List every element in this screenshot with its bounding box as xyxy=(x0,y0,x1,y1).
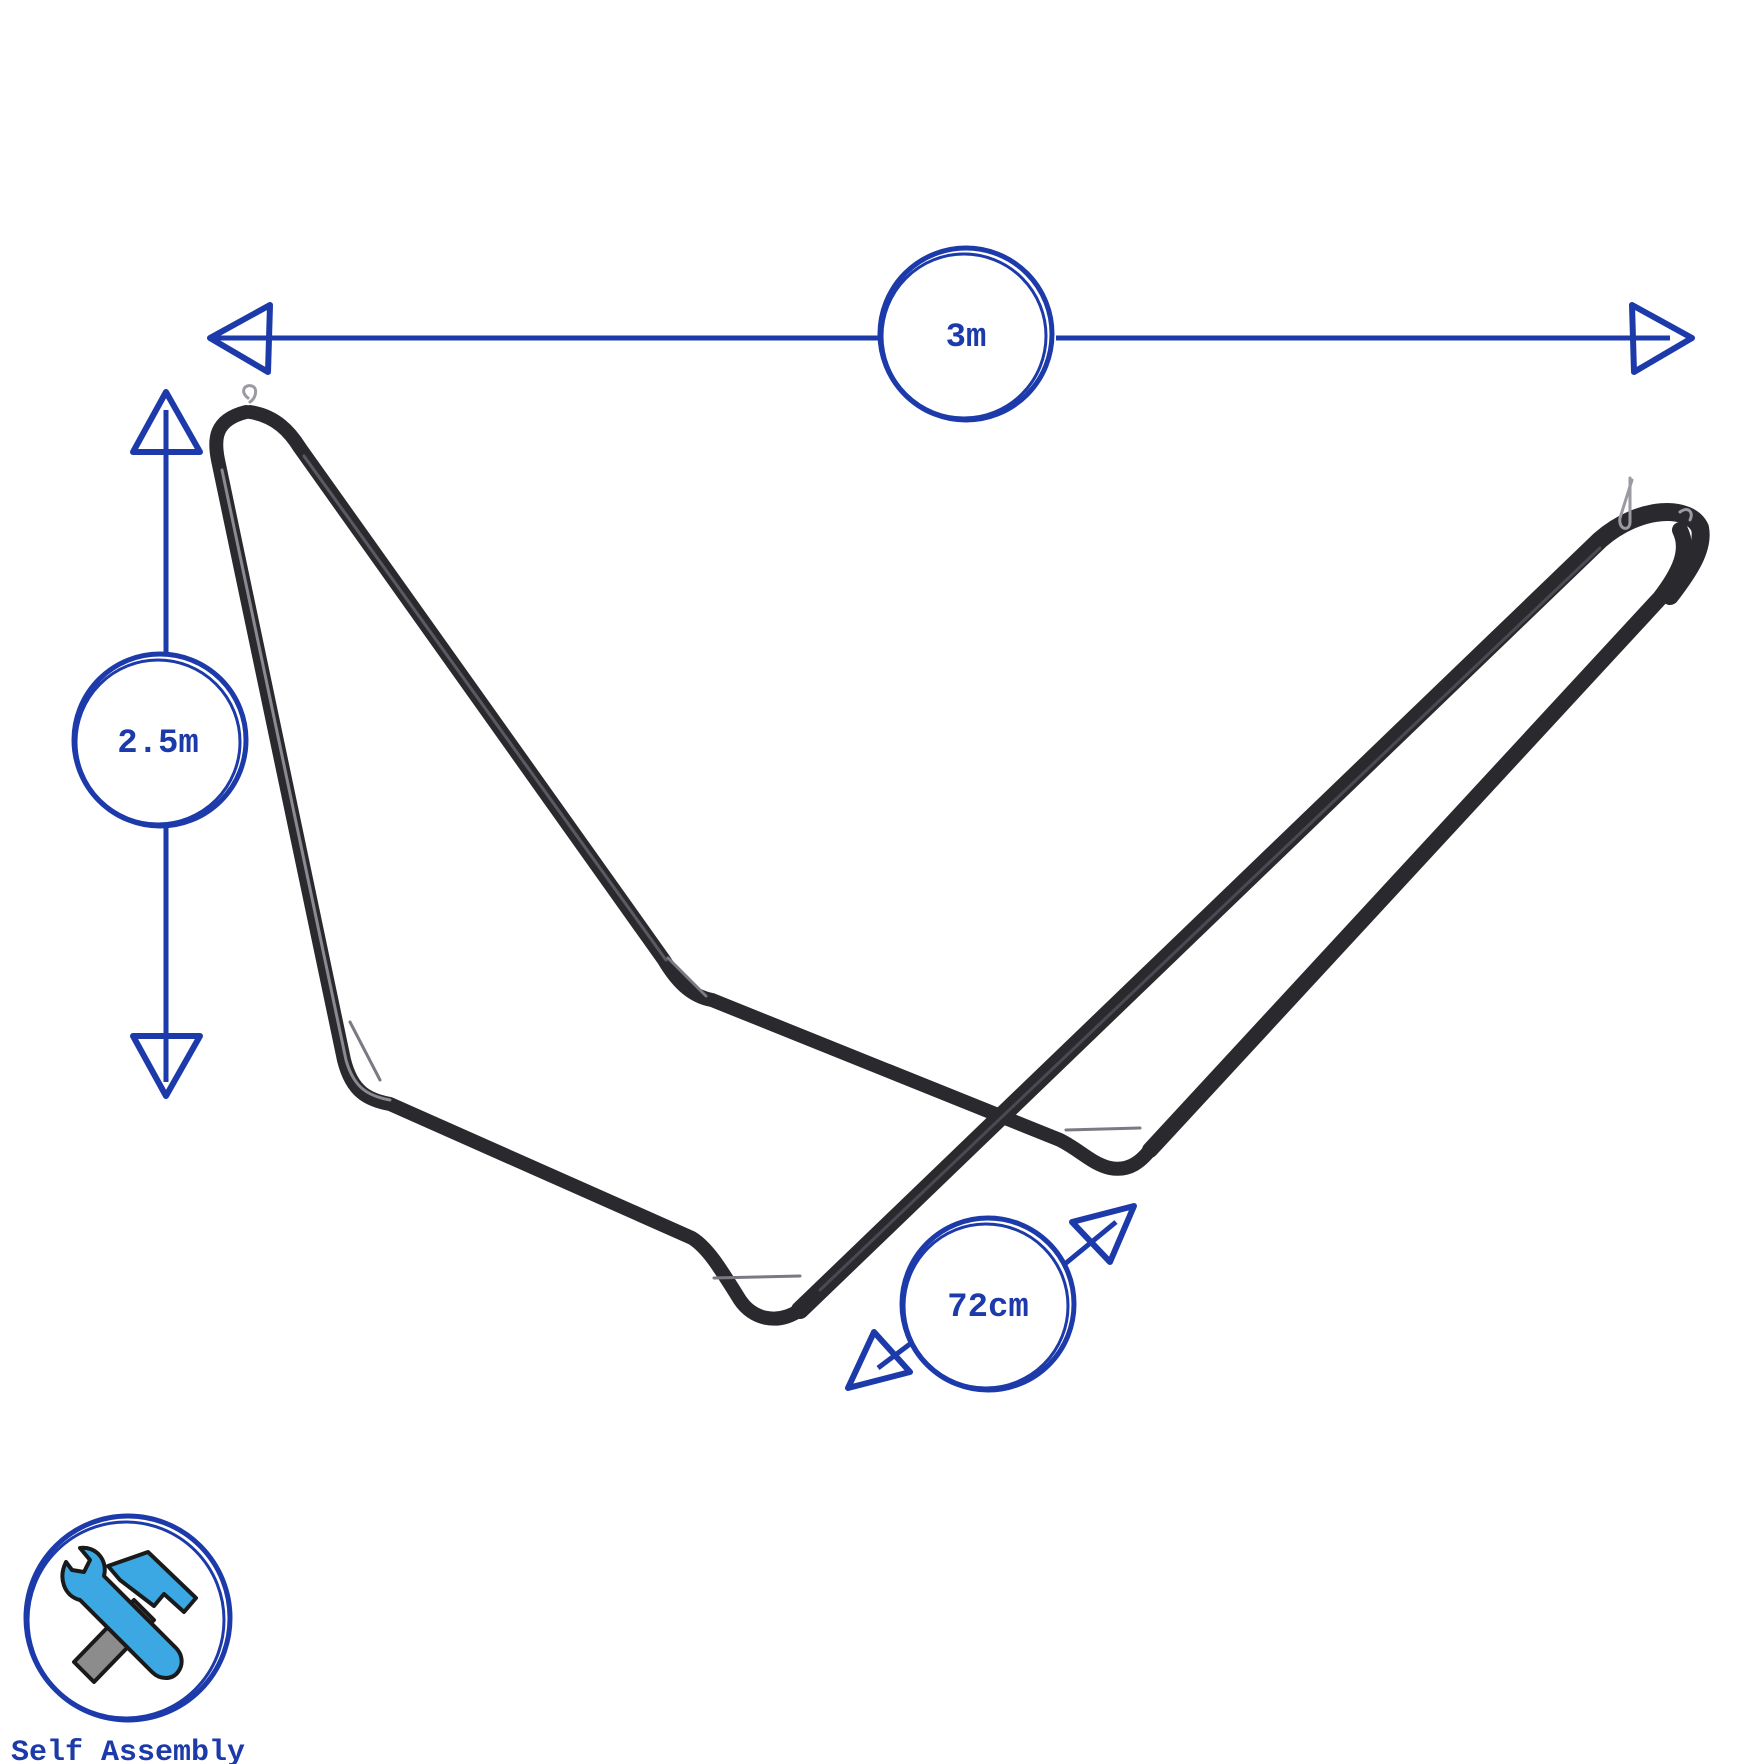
height-arrowhead-top xyxy=(130,389,203,455)
tools-icon xyxy=(60,1545,198,1684)
width-arrowhead-left xyxy=(207,302,273,375)
frame-left-rear-pole-highlight xyxy=(220,468,392,1102)
depth-label: 72cm xyxy=(947,1289,1029,1327)
width-label: 3m xyxy=(946,319,987,357)
self-assembly-label: Self Assembly xyxy=(11,1736,245,1764)
width-arrowhead-right xyxy=(1629,302,1695,375)
frame-left-front-pole xyxy=(243,405,1157,1176)
depth-label-ring-sketch xyxy=(902,1222,1070,1390)
frame-foot-brace-top-mid xyxy=(666,956,708,998)
frame-left-front-pole-highlight xyxy=(302,454,668,962)
depth-arrow-line-upper xyxy=(1058,1220,1118,1270)
width-label-ring-sketch xyxy=(880,252,1048,420)
height-label-ring-sketch xyxy=(74,658,242,826)
depth-arrowhead-lower xyxy=(845,1329,913,1391)
height-arrowhead-bottom xyxy=(130,1033,203,1099)
depth-dimension: 72cm xyxy=(845,1203,1137,1393)
hammer-head xyxy=(106,1550,198,1614)
width-label-ring xyxy=(877,245,1055,423)
frame-long-front-pole xyxy=(791,503,1710,1319)
frame-hook-right-ring xyxy=(1678,508,1693,522)
height-label: 2.5m xyxy=(117,725,199,763)
frame-left-rear-pole xyxy=(209,405,807,1326)
depth-label-ring xyxy=(899,1215,1077,1393)
wrench-body xyxy=(60,1545,184,1680)
height-label-ring xyxy=(71,651,249,829)
frame-foot-brace-left xyxy=(348,1020,382,1082)
frame-right-rear-pole xyxy=(1142,522,1692,1158)
frame-foot-brace-right xyxy=(1064,1126,1142,1132)
frame-long-front-pole-highlight xyxy=(818,546,1602,1292)
frame-foot-brace-mid xyxy=(712,1274,802,1280)
badge-ring-sketch xyxy=(26,1520,226,1720)
self-assembly-badge: Self Assembly xyxy=(11,1513,245,1764)
height-dimension: 2.5m xyxy=(71,389,249,1099)
frame-hook-right xyxy=(1618,476,1634,530)
hammock-stand-frame xyxy=(209,384,1710,1326)
frame-hook-left xyxy=(242,384,258,404)
width-dimension: 3m xyxy=(207,245,1695,423)
depth-arrowhead-upper xyxy=(1069,1203,1137,1265)
